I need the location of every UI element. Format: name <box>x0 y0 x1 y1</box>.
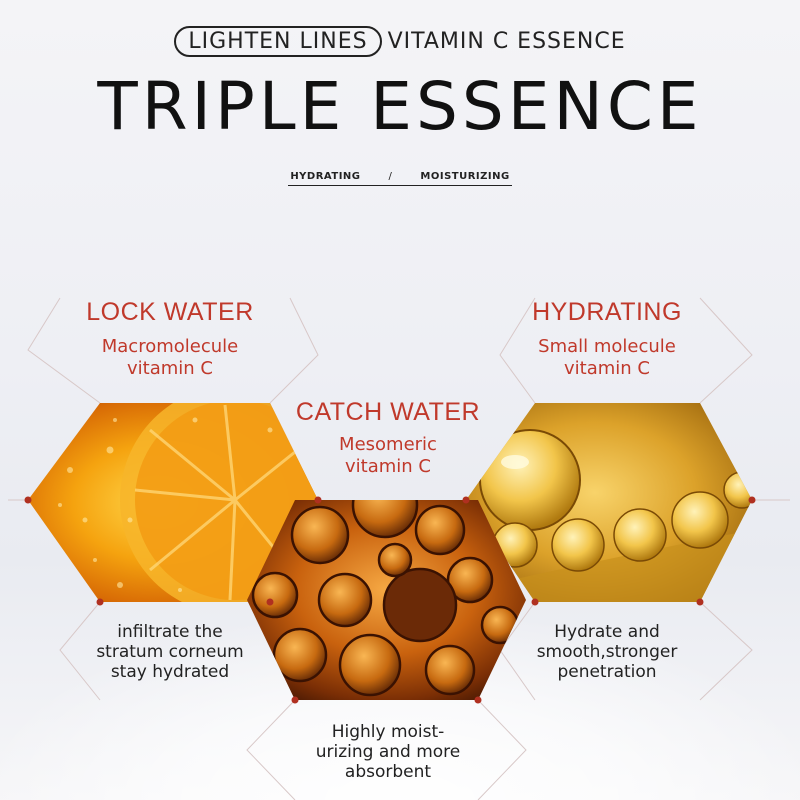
catch-water-desc-line2: urizing and more <box>315 742 461 762</box>
hydrating-description: Hydrate and smooth,stronger penetration <box>477 622 737 682</box>
tag-separator: / <box>362 171 419 186</box>
catch-water-description: Highly moist- urizing and more absorbent <box>258 722 518 782</box>
tag-hydrating: HYDRATING <box>288 171 363 186</box>
lighten-lines-pill: LIGHTEN LINES <box>174 26 382 57</box>
lock-water-heading: LOCK WATER <box>86 298 254 326</box>
catch-water-desc-line1: Highly moist- <box>331 722 445 742</box>
catch-water-subtitle: Mesomeric vitamin C <box>258 434 518 478</box>
benefit-tags: HYDRATING/MOISTURIZING <box>0 171 800 186</box>
hydrating-heading: HYDRATING <box>532 298 682 326</box>
page-title: TRIPLE ESSENCE <box>97 68 703 145</box>
hydrating-subtitle: Small molecule vitamin C <box>477 336 737 380</box>
lock-water-subtitle-line1: Macromolecule <box>101 336 239 357</box>
vitamin-c-tagline: VITAMIN C ESSENCE <box>387 29 626 54</box>
hydrating-desc-line3: penetration <box>557 662 657 682</box>
hydrating-subtitle-line2: vitamin C <box>564 358 650 379</box>
golden-bubbles-hexagon <box>466 403 752 602</box>
lock-water-description: infiltrate the stratum corneum stay hydr… <box>40 622 300 682</box>
catch-water-heading: CATCH WATER <box>295 398 481 426</box>
outline-lines <box>8 297 790 800</box>
catch-water-subtitle-line1: Mesomeric <box>339 434 437 455</box>
hydrating-desc-line2: smooth,stronger <box>536 642 678 662</box>
lock-water-desc-line2: stratum corneum <box>96 642 244 662</box>
lock-water-subtitle-line2: vitamin C <box>127 358 213 379</box>
lock-water-subtitle: Macromolecule vitamin C <box>40 336 300 380</box>
hydrating-subtitle-line1: Small molecule <box>538 336 676 357</box>
oil-cells-hexagon <box>247 500 526 700</box>
catch-water-desc-line3: absorbent <box>344 762 432 782</box>
connector-dots <box>24 496 756 704</box>
catch-water-subtitle-line2: vitamin C <box>345 456 431 477</box>
tag-moisturizing: MOISTURIZING <box>418 171 512 186</box>
lock-water-desc-line3: stay hydrated <box>110 662 230 682</box>
lock-water-desc-line1: infiltrate the <box>117 622 223 642</box>
hydrating-desc-line1: Hydrate and <box>554 622 660 642</box>
